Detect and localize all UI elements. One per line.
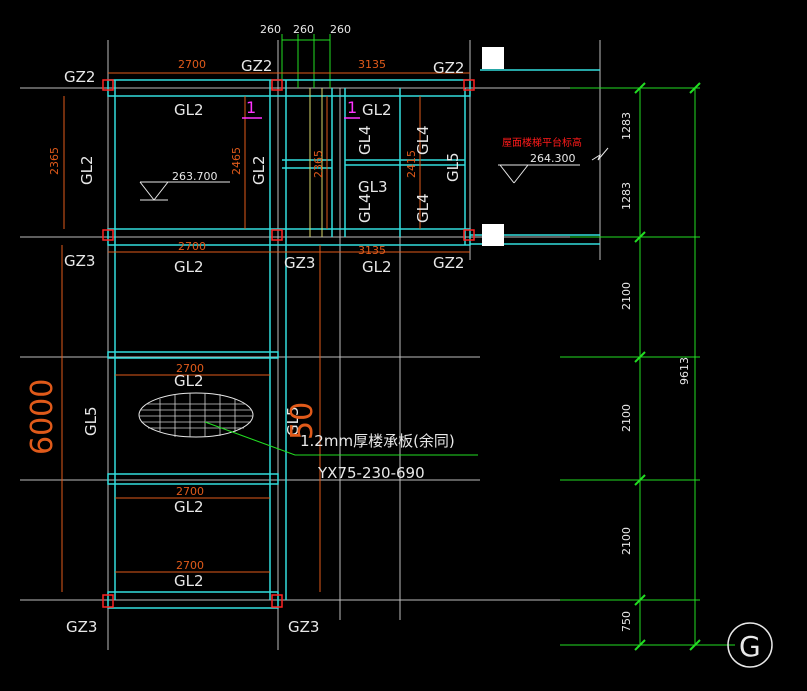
overall-depth: 6000 (25, 379, 60, 455)
gl3: GL3 (358, 178, 388, 196)
dim-2415: 2415 (405, 150, 418, 178)
axis-bubble (727, 622, 773, 668)
dim-right-1: 1283 (620, 112, 633, 140)
axis-label: G (739, 630, 761, 663)
gl4-b: GL4 (414, 125, 432, 155)
dim-total: 9613 (678, 357, 691, 385)
gz-mid-right: GZ2 (433, 254, 464, 272)
gz-top-right: GZ2 (433, 59, 464, 77)
gl-row-1: GL2 (174, 372, 204, 390)
dim-right-5: 2100 (620, 527, 633, 555)
row-width-3: 2700 (176, 559, 204, 572)
gz-bot-mid: GZ3 (288, 618, 319, 636)
width-left: 2700 (178, 58, 206, 71)
elevation-main: 263.700 (172, 170, 218, 183)
gl-bot-left: GL2 (174, 258, 204, 276)
width-right: 3135 (358, 58, 386, 71)
row-width-1: 2700 (176, 362, 204, 375)
gl5-left: GL5 (82, 406, 100, 436)
break-mark (591, 147, 609, 161)
green-grid-lines (281, 34, 735, 646)
top-dim-3: 260 (330, 23, 351, 36)
width-left-mid: 2700 (178, 240, 206, 253)
gl5-tail-digits: 50 (285, 402, 320, 440)
dim-2365-right: 2365 (312, 150, 325, 178)
gz-bot-left: GZ3 (66, 618, 97, 636)
gz-mid-left: GZ3 (64, 252, 95, 270)
gl-mid-vertical: GL2 (250, 155, 268, 185)
top-dim-2: 260 (293, 23, 314, 36)
white-column-top (482, 47, 504, 69)
columns (102, 79, 475, 608)
gl4-d: GL4 (414, 193, 432, 223)
gl5-right-fragment: GL5 (444, 152, 462, 182)
gz-mid-mid: GZ3 (284, 254, 315, 272)
dim-right-2: 1283 (620, 182, 633, 210)
width-right-mid: 3135 (358, 244, 386, 257)
platform-elevation-label: 屋面楼梯平台标高 (502, 136, 582, 149)
gl4-a: GL4 (356, 125, 374, 155)
gl-top-left: GL2 (174, 101, 204, 119)
gl-row-2: GL2 (174, 498, 204, 516)
gl4-c: GL4 (356, 193, 374, 223)
dim-2465: 2465 (230, 147, 243, 175)
top-dim-1: 260 (260, 23, 281, 36)
dim-lines (61, 72, 470, 592)
elevation-platform: 264.300 (530, 152, 576, 165)
dim-2365-left: 2365 (48, 147, 61, 175)
gz-top-left: GZ2 (64, 68, 95, 86)
gl-left-vertical: GL2 (78, 155, 96, 185)
section-mark-a: 1 (246, 98, 256, 117)
deck-hatch (138, 392, 254, 438)
gz-top-mid: GZ2 (241, 57, 272, 75)
note-leader (204, 421, 478, 456)
dim-right-4: 2100 (620, 404, 633, 432)
gl-top-right: GL2 (362, 101, 392, 119)
elevation-symbols (139, 164, 580, 201)
section-mark-b: 1 (347, 98, 357, 117)
gl-row-3: GL2 (174, 572, 204, 590)
gl5-right: GL5 (284, 406, 302, 436)
white-column-bottom (482, 224, 504, 246)
deck-spec: YX75-230-690 (317, 464, 425, 482)
row-width-2: 2700 (176, 485, 204, 498)
green-ticks (634, 82, 701, 651)
stair-lines (309, 88, 323, 237)
dim-right-6: 750 (620, 611, 633, 632)
gl-bot-right: GL2 (362, 258, 392, 276)
beams (107, 69, 600, 609)
deck-note: 1.2mm厚楼承板(余同) (300, 432, 455, 450)
dim-right-3: 2100 (620, 282, 633, 310)
